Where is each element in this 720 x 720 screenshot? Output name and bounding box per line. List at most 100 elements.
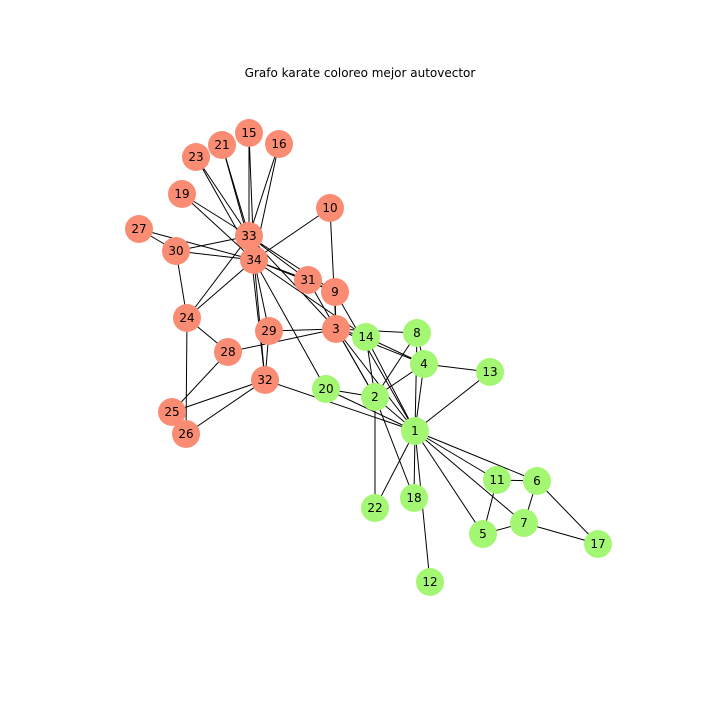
edge-26-32 (185, 379, 266, 435)
edge-3-28 (227, 328, 337, 353)
node-33: 33 (235, 222, 263, 250)
node-circle (240, 246, 268, 274)
edge-1-7 (414, 430, 525, 524)
node-19: 19 (168, 180, 196, 208)
edge-24-33 (186, 235, 250, 319)
edge-23-33 (195, 156, 250, 237)
node-circle (316, 194, 344, 222)
edge-3-4 (335, 328, 425, 365)
node-label: 9 (331, 285, 339, 299)
node-label: 28 (220, 345, 235, 359)
edge-2-18 (374, 396, 415, 499)
node-label: 18 (406, 491, 421, 505)
node-10: 10 (316, 194, 344, 222)
edge-1-22 (374, 430, 416, 509)
node-27: 27 (125, 215, 153, 243)
node-circle (322, 315, 350, 343)
node-circle (400, 484, 428, 512)
node-label: 7 (520, 516, 528, 530)
node-circle (410, 350, 438, 378)
edge-1-6 (414, 430, 538, 482)
edge-32-34 (253, 259, 266, 381)
node-circle (361, 383, 389, 411)
node-label: 26 (178, 427, 193, 441)
node-17: 17 (584, 530, 612, 558)
edge-6-17 (536, 480, 599, 545)
node-8: 8 (403, 319, 431, 347)
node-label: 16 (271, 137, 286, 151)
node-label: 31 (300, 273, 315, 287)
node-circle (469, 520, 497, 548)
node-13: 13 (476, 358, 504, 386)
edge-1-5 (414, 430, 484, 535)
node-20: 20 (312, 375, 340, 403)
node-30: 30 (162, 237, 190, 265)
node-label: 5 (479, 527, 487, 541)
node-label: 17 (590, 537, 605, 551)
edge-24-26 (185, 317, 188, 435)
edge-10-34 (253, 207, 331, 261)
node-29: 29 (255, 317, 283, 345)
edge-1-13 (414, 371, 491, 432)
node-label: 14 (358, 330, 373, 344)
graph-title: Grafo karate coloreo mejor autovector (244, 66, 476, 80)
node-18: 18 (400, 484, 428, 512)
node-label: 1 (411, 424, 419, 438)
node-14: 14 (352, 323, 380, 351)
node-circle (214, 338, 242, 366)
edge-1-32 (264, 379, 416, 432)
node-label: 11 (489, 473, 504, 487)
edge-1-9 (334, 291, 416, 432)
node-circle (255, 317, 283, 345)
node-12: 12 (416, 568, 444, 596)
node-label: 10 (322, 201, 337, 215)
node-22: 22 (361, 494, 389, 522)
node-circle (235, 222, 263, 250)
node-label: 25 (164, 405, 179, 419)
edge-24-34 (186, 259, 255, 319)
node-circle (158, 398, 186, 426)
edge-1-3 (335, 328, 416, 432)
node-circle (403, 319, 431, 347)
node-21: 21 (208, 131, 236, 159)
node-11: 11 (483, 466, 511, 494)
node-circle (173, 304, 201, 332)
node-circle (584, 530, 612, 558)
edge-1-11 (414, 430, 498, 481)
node-label: 8 (413, 326, 421, 340)
node-circle (401, 417, 429, 445)
node-label: 23 (188, 150, 203, 164)
node-9: 9 (321, 278, 349, 306)
node-34: 34 (240, 246, 268, 274)
node-label: 12 (422, 575, 437, 589)
node-circle (416, 568, 444, 596)
node-label: 21 (214, 138, 229, 152)
edge-19-34 (181, 193, 255, 261)
node-circle (510, 509, 538, 537)
node-32: 32 (251, 366, 279, 394)
node-circle (172, 420, 200, 448)
node-circle (352, 323, 380, 351)
node-label: 27 (131, 222, 146, 236)
node-label: 3 (332, 322, 340, 336)
node-label: 20 (318, 382, 333, 396)
edge-16-33 (248, 143, 280, 237)
node-label: 19 (174, 187, 189, 201)
node-layer: 1234567891011121314151617181920212223242… (125, 119, 612, 596)
node-circle (476, 358, 504, 386)
node-circle (361, 494, 389, 522)
node-26: 26 (172, 420, 200, 448)
node-circle (235, 119, 263, 147)
node-label: 6 (533, 474, 541, 488)
node-24: 24 (173, 304, 201, 332)
node-circle (523, 467, 551, 495)
node-circle (265, 130, 293, 158)
node-15: 15 (235, 119, 263, 147)
node-label: 4 (420, 357, 428, 371)
node-23: 23 (182, 143, 210, 171)
node-circle (208, 131, 236, 159)
node-25: 25 (158, 398, 186, 426)
edge-1-8 (414, 332, 418, 432)
edge-3-10 (329, 207, 337, 330)
